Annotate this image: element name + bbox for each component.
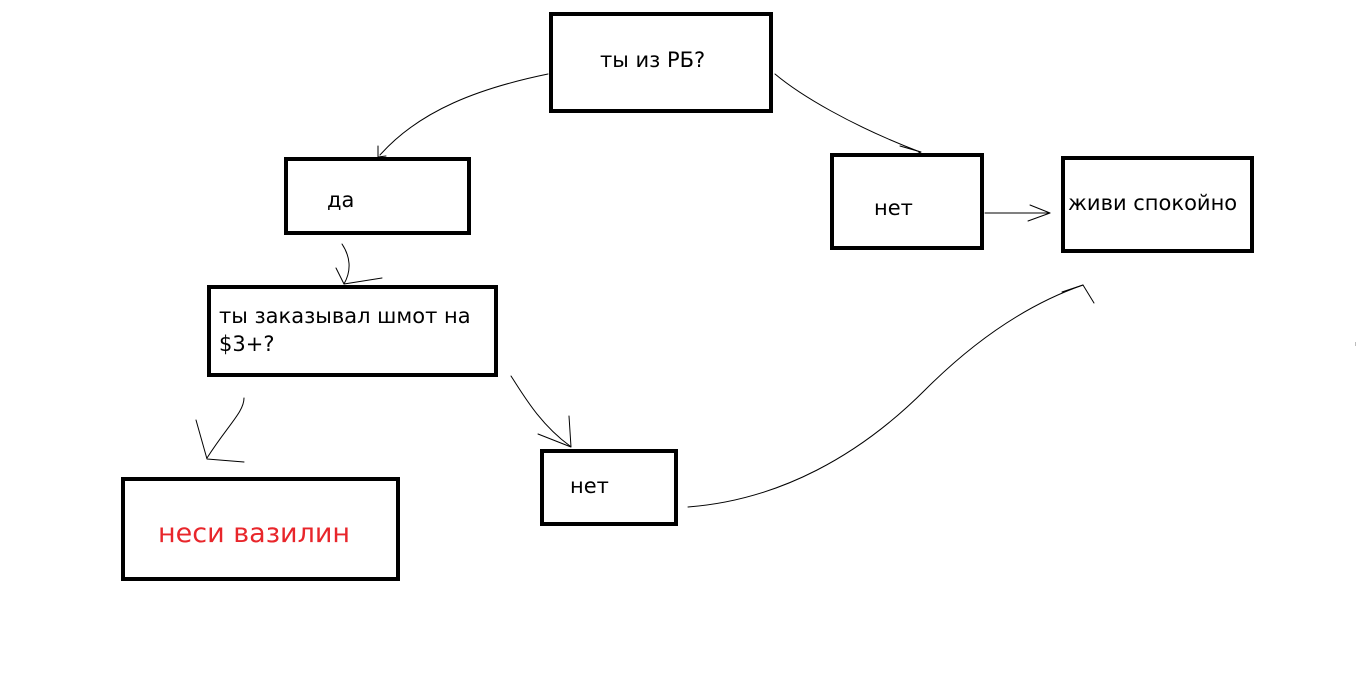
yes-box [284,157,471,235]
no-top-box [830,153,984,250]
question-order-text: ты заказывал шмот на $3+? [219,304,471,357]
live-calm-box [1061,156,1254,253]
arrow-yes-to-order [341,243,350,285]
arrowhead-question-to-yes [377,145,387,158]
arrowhead-order-to-no-bottom [537,415,572,448]
arrowhead-yes-to-order [335,267,383,285]
no-bottom-text: нет [570,474,609,498]
no-top-text: нет [874,196,913,220]
arrowhead-no-bottom-to-live [1061,284,1095,304]
arrow-no-bottom-to-live [687,284,1084,508]
arrowhead-order-to-vaseline [195,419,245,463]
bring-vaseline-text: неси вазилин [158,518,351,549]
arrow-order-to-no-bottom [510,375,571,447]
yes-text: да [327,188,355,212]
arrow-question-to-yes [379,73,549,156]
canvas-edge-marker [1355,342,1359,346]
question-rb-box [549,12,773,113]
live-calm-text: живи спокойно [1068,191,1238,215]
arrowhead-no-top-to-live [1027,204,1051,222]
question-order-box [207,285,498,377]
arrow-question-to-no-top [774,73,921,153]
arrow-order-to-vaseline [206,397,245,459]
no-bottom-box [540,449,678,526]
bring-vaseline-box [121,477,400,581]
question-rb-text: ты из РБ? [600,48,706,72]
